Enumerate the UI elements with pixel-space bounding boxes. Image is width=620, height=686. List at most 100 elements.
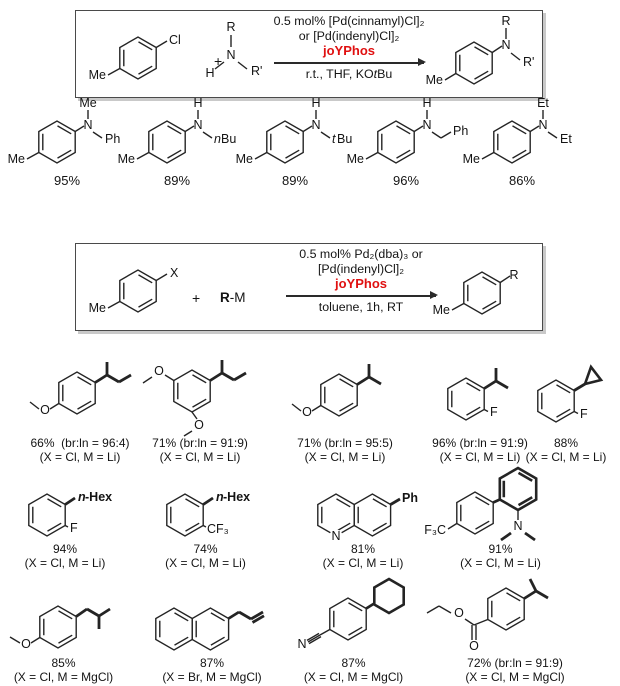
catalyst-line-2: [Pd(indenyl)Cl]₂ [317,261,405,276]
scheme2-conditions: 0.5 mol% Pd₂(dba)₃ or [Pd(indenyl)Cl]₂ j… [255,247,467,314]
methoxy-oxygen-label: O [302,405,312,419]
benzene-ring [173,369,211,413]
nitrogen-label: N [422,118,431,132]
conditions-label: (X = Cl, M = Li) [439,449,521,464]
hexyl-prefix-label: n [78,490,86,504]
catalyst-line-1: 0.5 mol% Pd₂(dba)₃ or [299,247,423,261]
structure-2-fluoro-cyclopropylbenzene: F [537,364,604,423]
product-cell: O O 71% (br:ln = 91:9) (X = Cl, M = Li) [130,338,270,464]
catalyst-line-2: or [Pd(indenyl)Cl]₂ [298,28,400,43]
structure-n-butyl-toluidine: Me N H n Bu [118,96,237,166]
structure-4-methoxy-isopropylbenzene: O [291,364,382,419]
yield-label: 86% [508,173,536,188]
product-cell: Me N Me Ph 95% [5,96,129,188]
nh-label: H [311,96,320,110]
conditions-label: (X = Cl, M = Li) [24,555,106,570]
methyl-label: Me [433,303,450,317]
structure-6-phenylquinoline: N Ph [317,491,418,543]
yield-label: 94% [52,542,78,556]
product-cell: O O 72% (br:ln = 91:9) (X = Cl, M = MgCl… [415,578,615,684]
halide-label: X [170,266,179,280]
nh-label: H [422,96,431,110]
methoxy-oxygen-label: O [21,637,31,651]
nh-label: H [193,96,202,110]
methyl-label: Me [8,152,25,166]
benzene-ring [377,120,415,164]
benzene-ring [58,371,96,415]
conditions-label: (X = Cl, M = Li) [159,449,241,464]
methyl-label: Me [118,152,135,166]
catalyst-line-1: 0.5 mol% [Pd(cinnamyl)Cl]₂ [273,14,425,28]
yield-label: 87% [341,656,366,670]
yield-label: 91% [488,542,513,556]
yield-label: 81% [350,542,376,556]
nitrogen-label: N [83,118,92,132]
reaction-arrow [286,291,438,299]
yield-label: 95% [53,173,81,188]
trifluoromethyl-label: F₃C [424,523,446,537]
r-group-label: R [509,268,518,282]
yield-label: 71% (br:ln = 91:9) [152,436,248,450]
product-cell: Me N H n Bu 89% [115,96,239,188]
phenyl-label: Ph [402,491,418,505]
methoxy-oxygen-label: O [40,403,50,417]
benzene-ring [38,120,76,164]
conditions-line: toluene, 1h, RT [318,299,404,314]
structure-n-methyl-n-phenyl-toluidine: Me N Me Ph [8,96,121,166]
structure-4-methoxy-secbutylbenzene: O [29,362,132,417]
scheme2-box: Me X + R-M 0.5 mol% Pd₂(dba)₃ or [Pd(ind… [75,243,543,331]
yield-label: 85% [51,656,76,670]
plus-sign: + [192,290,201,306]
structure-4-methoxy-isobutylbenzene: O [9,605,111,651]
structure-n-benzyl-toluidine: Me N H Ph [347,96,469,166]
structure-4-chlorotoluene: Me Cl [89,33,181,82]
structure-n-tbutyl-toluidine: Me N H t Bu [236,96,353,166]
methoxy-oxygen-label: O [154,364,164,378]
yield-label: 66% (br:ln = 96:4) [30,436,130,450]
n-substituent-top: Et [537,96,549,110]
conditions-label: (X = Cl, M = MgCl) [13,669,114,684]
trifluoromethyl-label: CF₃ [207,522,229,536]
structure-amine-hnrr: R N H R' [205,20,262,80]
benzene-ring [493,120,531,164]
product-cell: N 87% (X = Cl, M = MgCl) [286,577,421,684]
benzene-ring [148,120,186,164]
structure-dimethylamino-trifluoromethyl-biphenyl: F₃C N [424,466,538,542]
structure-4-cyclohexylbenzonitrile: N [297,577,406,651]
benzene-ring [463,271,501,315]
n-substituent-top: Me [79,96,96,110]
ligand-label: joYPhos [334,276,387,291]
product-cell: N Ph 81% (X = Cl, M = Li) [288,468,438,570]
ester-oxygen-label: O [454,606,464,620]
nitrogen-label: N [311,118,320,132]
conditions-label: (X = Cl, M = Li) [525,449,607,464]
benzene-ring [39,605,77,649]
benzene-ring-bold [498,466,538,512]
conditions-label: (X = Cl, M = Li) [322,555,404,570]
conditions-label: (X = Cl, M = Li) [460,555,541,570]
product-cell: 87% (X = Br, M = MgCl) [132,584,292,684]
structure-product-aniline-rr: Me N R R' [426,14,535,87]
product-cell: O 85% (X = Cl, M = MgCl) [0,584,141,684]
quinoline-nitrogen-label: N [331,529,340,543]
conditions-label: (X = Cl, M = MgCl) [465,669,565,684]
yield-label: 72% (br:ln = 91:9) [467,656,563,670]
benzene-ring [166,493,204,537]
yield-label: 74% [193,542,218,556]
carbonyl-oxygen-label: O [469,639,479,653]
structure-ethyl-4-isopropylbenzoate: O O [426,578,549,653]
benzene-ring [28,493,66,537]
scheme1-box: Me Cl + R N H R' 0.5 mol% [Pd(cinnamyl)C… [75,10,543,98]
conditions-label: (X = Cl, M = Li) [304,449,386,464]
n-substituent-right: Ph [105,132,120,146]
plus-sign: + [214,53,223,69]
conditions-label: (X = Cl, M = Li) [165,555,246,570]
hexyl-label: -Hex [85,490,112,504]
product-cell: O 66% (br:ln = 96:4) (X = Cl, M = Li) [5,338,155,464]
methyl-label: Me [347,152,364,166]
structure-3-5-dimethoxy-secbutylbenzene: O O [142,360,247,437]
cyclopropyl-ring [582,364,604,386]
yield-label: 71% (br:ln = 95:5) [297,436,393,450]
structure-2-trifluoromethyl-hexylbenzene: n -Hex CF₃ [166,490,250,537]
reaction-arrow [274,58,426,66]
